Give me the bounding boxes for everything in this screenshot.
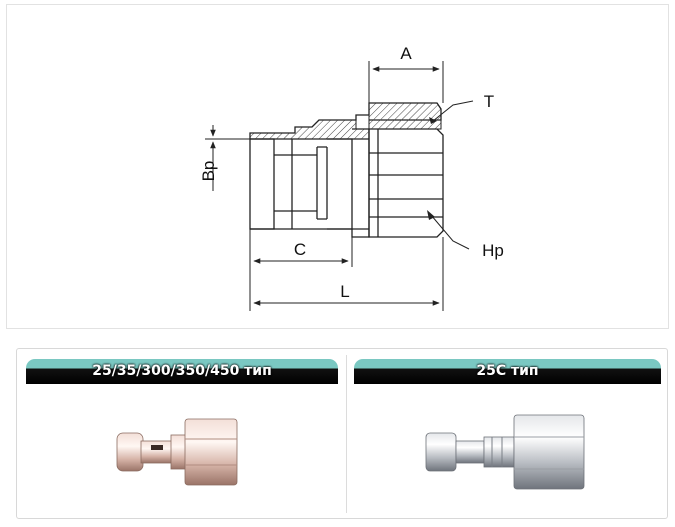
product-types-panel: 25/35/300/350/450 тип 25C тип bbox=[16, 348, 668, 519]
coupler-technical-drawing: A T Bp Hp C L bbox=[199, 44, 504, 311]
type-tab-2: 25C тип bbox=[354, 359, 661, 384]
dimension-lines bbox=[205, 61, 474, 311]
dim-label-t: T bbox=[484, 92, 494, 111]
dim-label-a: A bbox=[400, 44, 412, 63]
product-photo-standard bbox=[116, 418, 238, 486]
product-photo-25c bbox=[425, 414, 585, 490]
type-tab-1: 25/35/300/350/450 тип bbox=[26, 359, 338, 384]
section-hatch-right bbox=[368, 102, 442, 130]
drawing-panel: A T Bp Hp C L bbox=[6, 4, 669, 329]
dim-label-c: C bbox=[294, 240, 306, 259]
dim-label-l: L bbox=[340, 282, 349, 301]
panel-divider bbox=[346, 355, 347, 513]
dim-label-hp: Hp bbox=[482, 241, 504, 260]
type-tab-2-label: 25C тип bbox=[476, 363, 539, 379]
dim-label-bp: Bp bbox=[199, 161, 218, 182]
type-tab-1-label: 25/35/300/350/450 тип bbox=[92, 363, 272, 379]
section-hatch-left bbox=[249, 119, 370, 140]
